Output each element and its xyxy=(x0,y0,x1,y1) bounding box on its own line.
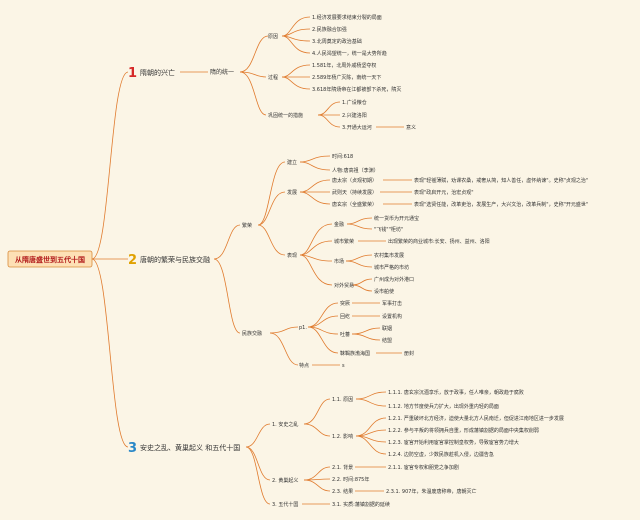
node-feature: 特点 xyxy=(299,362,309,369)
reign-3-name: 唐玄宗（全盛繁荣） xyxy=(332,201,377,208)
cause-3: 3.北周奠定的政治基础 xyxy=(312,38,362,45)
node-five: 3. 五代十国 xyxy=(272,501,298,508)
found-time: 时间:618 xyxy=(332,153,353,160)
hc-bg-item: 2.1.1. 宦官专权和朋党之争加剧 xyxy=(388,464,459,471)
section-3-number: 3 xyxy=(128,441,137,456)
anshi-impact-4: 1.2.4. 边防空虚，少数民族趁机入侵，边疆告急 xyxy=(388,451,494,458)
process-1: 1.581年，北周外戚杨坚夺权 xyxy=(312,62,376,69)
node-market: 市场 xyxy=(334,258,344,265)
process-2: 2.589年杨广灭陈，南统一天下 xyxy=(312,74,381,81)
reign-2-desc: 表现"政启开元，治宏贞观" xyxy=(414,189,474,196)
section-1-content: 隋的统一 原因 1.经济发展要求结束分裂的局面 2.民族融合加强 3.北周奠定的… xyxy=(210,14,416,131)
tribe-4-desc: 册封 xyxy=(404,350,414,357)
measure-1: 1.广设粮仓 xyxy=(342,99,367,106)
tribe-3-desc-1: 联姻 xyxy=(382,325,392,332)
node-unify: 隋的统一 xyxy=(210,68,234,76)
anshi-cause-1: 1.1.1. 唐玄宗沉湎享乐，放于政事，任人唯亲，朝政趋于腐败 xyxy=(388,389,524,396)
gold-2: "飞钱""柜坊" xyxy=(374,226,403,233)
canal-significance: 意义 xyxy=(406,124,416,131)
section-3-header: 3 安史之乱、黄巢起义 和五代十国 xyxy=(128,441,240,456)
node-process: 过程 xyxy=(268,74,278,81)
section-3-title: 安史之乱、黄巢起义 和五代十国 xyxy=(140,443,240,452)
trade-1: 广州成为对外港口 xyxy=(374,276,414,283)
anshi-impact-3: 1.2.3. 宦官开始利用宦官掌控制皇权势，导致宦官势力增大 xyxy=(388,439,519,446)
gold-1: 统一货币为开元通宝 xyxy=(374,215,419,222)
connector-lines xyxy=(91,16,412,505)
tribe-3-name: 吐蕃 xyxy=(340,331,350,338)
node-anshi-impact: 1.2. 影响 xyxy=(332,433,353,440)
feature-value: s xyxy=(342,363,345,369)
node-cause: 原因 xyxy=(268,34,278,40)
section-2-number: 2 xyxy=(128,253,137,268)
hc-result-item: 2.3.1. 907年，朱温废唐称帝，唐朝灭亡 xyxy=(386,488,476,495)
section-2-header: 2 唐朝的繁荣与民族交融 xyxy=(128,253,210,268)
tribe-4-name: 靺鞨族渤海国 xyxy=(340,350,370,357)
node-show: 表现 xyxy=(287,252,297,259)
node-found: 建立 xyxy=(287,159,297,166)
section-2-content: 繁荣 建立 时间:618 人物:唐高祖（李渊） 发展 唐太宗（贞观初期） 表现"… xyxy=(242,153,588,369)
cause-2: 2.民族融合加强 xyxy=(312,26,347,33)
reign-1-name: 唐太宗（贞观初期） xyxy=(332,177,377,184)
anshi-impact-2: 1.2.2. 参与平叛的将领拥兵自重，形成藩镇割据的局面中央集权削弱 xyxy=(388,427,539,434)
section-3-content: 1. 安史之乱 1.1. 原因 1.1.1. 唐玄宗沉湎享乐，放于政事，任人唯亲… xyxy=(272,389,564,508)
node-anshi-cause: 1.1. 原因 xyxy=(332,397,353,403)
node-hc-bg: 2.1. 背景 xyxy=(332,464,353,471)
root-title: 从隋唐盛世到五代十国 xyxy=(15,255,85,264)
node-develop: 发展 xyxy=(287,189,297,196)
reign-1-desc: 表现"轻徭薄赋，劝课农桑，戒奢从简，知人善任，虚怀纳谏"。史称"贞观之治" xyxy=(414,177,588,184)
five-item: 3.1. 实质:藩镇割据的延续 xyxy=(332,501,390,508)
node-anshi: 1. 安史之乱 xyxy=(272,421,298,428)
found-person: 人物:唐高祖（李渊） xyxy=(332,167,379,174)
tribe-3-desc-2: 结盟 xyxy=(382,337,392,344)
node-city: 城市繁荣 xyxy=(334,238,354,245)
section-2-title: 唐朝的繁荣与民族交融 xyxy=(140,255,210,264)
node-prosper: 繁荣 xyxy=(242,222,252,229)
cause-1: 1.经济发展要求结束分裂的局面 xyxy=(312,14,382,21)
node-hc-time: 2.2. 时间:875年 xyxy=(332,476,369,483)
node-hc-result: 2.3. 结果 xyxy=(332,488,353,495)
node-p1: p1. xyxy=(299,325,307,331)
node-measures: 巩固统一的措施 xyxy=(268,112,303,119)
tribe-2-desc: 设置机构 xyxy=(382,313,402,320)
section-1-number: 1 xyxy=(128,66,137,81)
node-gold: 金融 xyxy=(334,221,344,228)
node-trade: 对外贸易 xyxy=(334,282,354,289)
market-2: 城市严格的市坊 xyxy=(374,264,409,271)
node-ethnic: 民族交融 xyxy=(242,330,262,337)
anshi-cause-2: 1.1.2. 地方节度使兵力扩大，出现外重内轻的局面 xyxy=(388,403,499,410)
reign-2-name: 武则天（持续发展） xyxy=(332,189,377,196)
section-1-title: 隋朝的兴亡 xyxy=(140,68,175,77)
root-node xyxy=(7,250,93,268)
market-1: 农村集市发展 xyxy=(374,252,404,259)
measure-3: 3.开通大运河 xyxy=(342,124,372,131)
trade-2: 设市舶使 xyxy=(374,288,394,295)
cause-4: 4.人民渴望统一，统一是大势所趋 xyxy=(312,50,387,57)
reign-3-desc: 表现"选贤任能，改革吏治，发展生产，大兴文治，改革兵制"，史称"开元盛世" xyxy=(414,201,588,208)
tribe-2-name: 回纥 xyxy=(340,313,350,320)
section-1-header: 1 隋朝的兴亡 xyxy=(128,66,175,81)
process-3: 3.618年隋炀帝在江都被部下杀死，隋灭 xyxy=(312,86,401,93)
city-desc: 出现繁荣的商业城市:长安、扬州、益州、洛阳 xyxy=(388,238,490,245)
tribe-1-desc: 军事打击 xyxy=(382,300,402,307)
tribe-1-name: 突厥 xyxy=(340,300,350,307)
node-huangchao: 2. 黄巢起义 xyxy=(272,477,298,484)
measure-2: 2.兴建洛阳 xyxy=(342,112,367,119)
anshi-impact-1: 1.2.1. 严重破坏北方经济，迫使大量北方人民南迁，但促进江南地区进一步发展 xyxy=(388,415,564,422)
